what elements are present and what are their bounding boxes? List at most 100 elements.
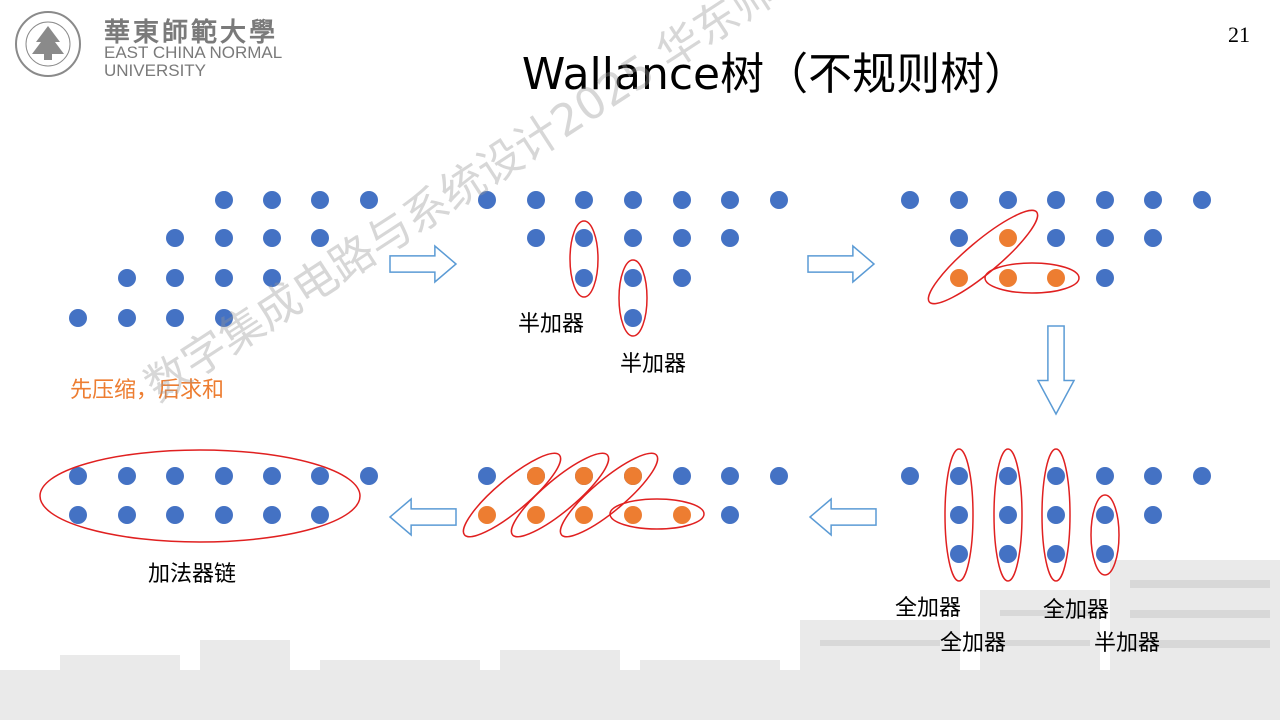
label-half-adder-2: 半加器 [620, 352, 687, 377]
stage4-dot [1096, 506, 1114, 524]
stage1-dot [263, 191, 281, 209]
stage2-dot [673, 191, 691, 209]
stage5-dot [478, 467, 496, 485]
stage5-dot-orange [575, 467, 593, 485]
stage2-dot [770, 191, 788, 209]
stage4-dot [950, 545, 968, 563]
stage1-dot [360, 191, 378, 209]
stage4-dot [1047, 467, 1065, 485]
stage4-dot [1144, 506, 1162, 524]
stage3-dot-orange [999, 229, 1017, 247]
label-full-adder-2: 全加器 [940, 631, 1007, 656]
stage4-dot [1047, 545, 1065, 563]
stage4-dot [1096, 545, 1114, 563]
stage3-dot [1096, 229, 1114, 247]
stage2-dot [624, 229, 642, 247]
stage1-dot [166, 309, 184, 327]
stage5-dot [770, 467, 788, 485]
stage3-dot-orange [1047, 269, 1065, 287]
stage4-dot [999, 545, 1017, 563]
label-full-adder-3: 全加器 [1043, 598, 1110, 623]
stage1-dot [69, 309, 87, 327]
stage1-dot [215, 269, 233, 287]
stage2-dot [575, 269, 593, 287]
arrow-left-icon [388, 497, 457, 537]
stage3-dot [1047, 191, 1065, 209]
stage1-dot [263, 269, 281, 287]
stage2-dot [624, 309, 642, 327]
stage2-dot [575, 191, 593, 209]
stage4-dot [1193, 467, 1211, 485]
label-half-adder-3: 半加器 [1094, 631, 1161, 656]
stage3-dot [950, 191, 968, 209]
half-adder-ellipse [984, 262, 1080, 294]
stage1-dot [118, 309, 136, 327]
stage3-dot-orange [999, 269, 1017, 287]
stage6-dot [311, 467, 329, 485]
stage6-dot [69, 506, 87, 524]
stage2-dot [478, 191, 496, 209]
logo-chinese-name: 華東師範大學 [104, 18, 279, 48]
stage6-dot [166, 467, 184, 485]
full-adder-ellipse [510, 452, 610, 538]
stage4-dot [950, 467, 968, 485]
stage3-dot [1096, 269, 1114, 287]
stage5-dot-orange [575, 506, 593, 524]
stage2-dot [673, 229, 691, 247]
stage6-dot [166, 506, 184, 524]
stage4-dot [1144, 467, 1162, 485]
stage3-dot [999, 191, 1017, 209]
stage1-dot [215, 229, 233, 247]
slide-title: Wallance树（不规则树） [521, 49, 1029, 100]
stage1-dot [311, 229, 329, 247]
page-number: 21 [1228, 22, 1250, 47]
stage4-dot [999, 506, 1017, 524]
full-adder-ellipse [1041, 448, 1071, 582]
logo-english-line1: EAST CHINA NORMAL [104, 43, 283, 62]
full-adder-ellipse [944, 448, 974, 582]
stage6-dot [69, 467, 87, 485]
full-adder-ellipse [462, 452, 562, 538]
stage5-dot-orange [478, 506, 496, 524]
stage4-dot [950, 506, 968, 524]
stage3-dot [1096, 191, 1114, 209]
stage1-dot [311, 191, 329, 209]
half-adder-ellipse [1090, 494, 1120, 576]
stage5-dot-orange [624, 506, 642, 524]
arrow-down-icon [1036, 325, 1076, 416]
stage2-dot [527, 191, 545, 209]
stage1-dot [166, 229, 184, 247]
stage1-dot [118, 269, 136, 287]
arrow-left-icon [808, 497, 877, 537]
full-adder-ellipse [927, 209, 1039, 305]
stage6-dot [118, 506, 136, 524]
stage1-dot [263, 229, 281, 247]
stage1-dot [215, 309, 233, 327]
stage3-dot [1047, 229, 1065, 247]
stage4-dot [1096, 467, 1114, 485]
stage5-dot-orange [527, 467, 545, 485]
stage5-dot [673, 467, 691, 485]
stage1-dot [215, 191, 233, 209]
stage3-dot [1144, 191, 1162, 209]
stage2-dot [624, 191, 642, 209]
stage3-dot [901, 191, 919, 209]
stage4-dot [901, 467, 919, 485]
stage3-dot [950, 229, 968, 247]
stage4-dot [1047, 506, 1065, 524]
stage5-dot-orange [673, 506, 691, 524]
stage3-dot-orange [950, 269, 968, 287]
full-adder-ellipse [559, 452, 659, 538]
stage2-dot [527, 229, 545, 247]
stage6-dot [263, 506, 281, 524]
university-logo: 華東師範大學 EAST CHINA NORMAL UNIVERSITY [8, 6, 308, 82]
stage6-dot [263, 467, 281, 485]
stage3-dot [1193, 191, 1211, 209]
half-adder-ellipse [618, 259, 648, 337]
stage6-dot [215, 506, 233, 524]
half-adder-ellipse [609, 498, 705, 530]
stage6-dot [360, 467, 378, 485]
